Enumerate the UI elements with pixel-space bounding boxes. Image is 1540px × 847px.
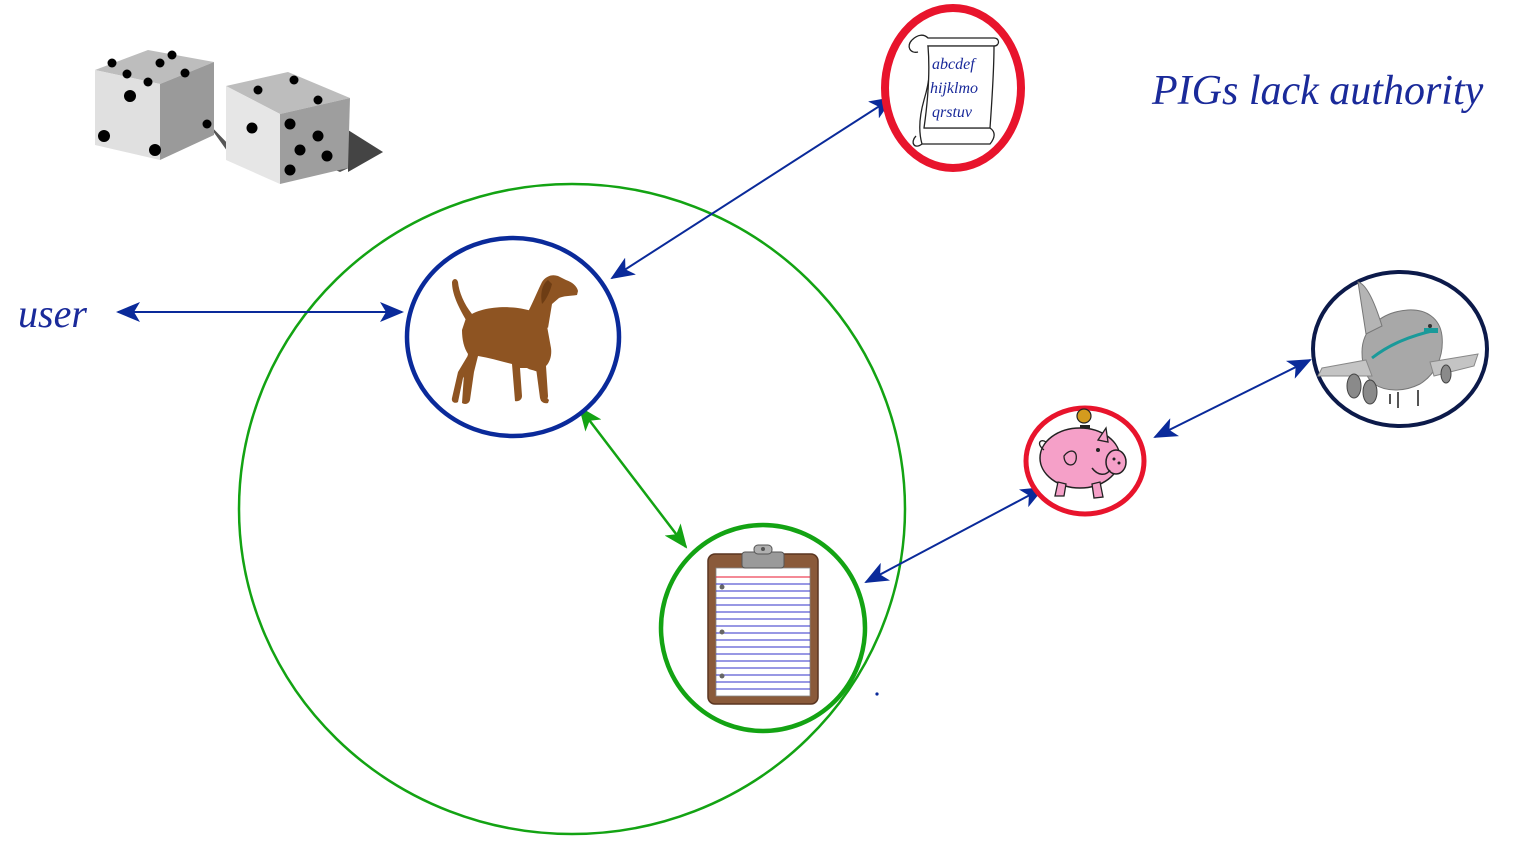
dog-scroll-connector [610, 96, 894, 280]
dog-node [404, 235, 622, 439]
clipboard-icon [707, 544, 819, 705]
dog-clipboard-connector [578, 406, 688, 549]
clipboard-node [658, 522, 868, 734]
piggy-bank-icon [1038, 408, 1127, 499]
scroll-node: abcdef hijklmo qrstuv [881, 4, 1025, 172]
scroll-line-2: hijklmo [930, 80, 978, 97]
stray-dot [875, 692, 879, 696]
pig-airplane-connector [1153, 359, 1312, 438]
scroll-icon [908, 34, 1000, 147]
dice-icon [95, 50, 383, 184]
clipboard-pig-connector [864, 487, 1045, 583]
scroll-line-1: abcdef [932, 56, 977, 73]
dog-icon [451, 275, 578, 404]
pig-node [1023, 405, 1147, 517]
diagram-title: PIGs lack authority [1152, 68, 1484, 114]
airplane-node [1311, 270, 1489, 428]
scroll-line-3: qrstuv [932, 104, 973, 121]
airplane-icon [1317, 281, 1479, 408]
user-label: user [18, 291, 87, 336]
